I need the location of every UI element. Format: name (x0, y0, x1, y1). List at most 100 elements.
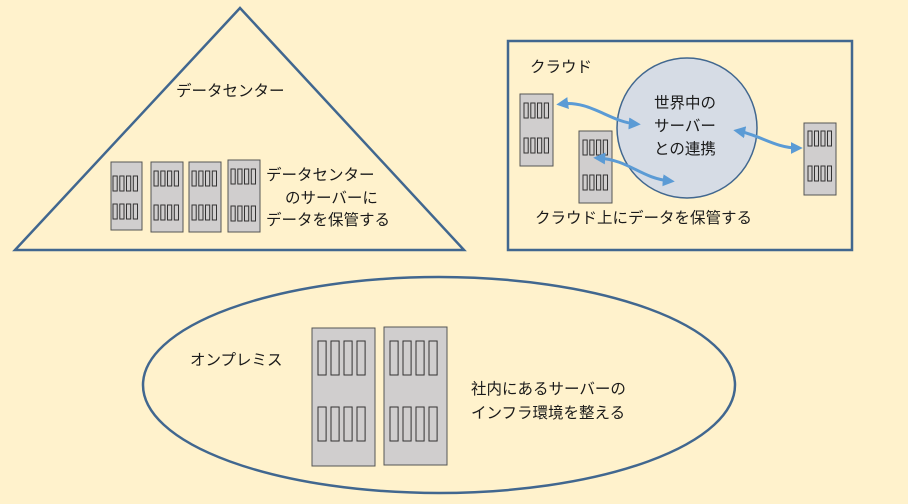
drive-bay (827, 130, 832, 147)
link-arrow-left (556, 97, 641, 130)
cloud-section: クラウド 世界中の サーバー との連携 クラウド上にデータを保管する (506, 39, 854, 252)
drive-bay (160, 204, 166, 221)
onpremise-desc-line2: インフラ環境を整える (471, 403, 625, 422)
drive-bay (230, 168, 236, 185)
drive-bay (402, 406, 412, 442)
drive-bay (132, 175, 139, 192)
onpremise-server-1 (311, 327, 376, 467)
drive-bay (582, 139, 588, 156)
drive-bay (153, 204, 159, 221)
drive-bay (173, 170, 180, 187)
drive-bay (237, 168, 243, 185)
drive-bay (582, 174, 588, 191)
drive-bay (814, 130, 819, 147)
drive-bay (191, 170, 197, 187)
onpremise-server-2 (383, 326, 448, 466)
cloud-desc: クラウド上にデータを保管する (535, 208, 752, 227)
cloud-server-left (519, 93, 554, 167)
drive-bay (173, 204, 180, 221)
drive-bay (119, 203, 125, 220)
datacenter-server-3 (188, 161, 222, 233)
drive-bay (530, 137, 536, 154)
link-arrow-right (733, 126, 803, 154)
drive-bay (153, 170, 159, 187)
onpremise-ellipse (141, 275, 737, 495)
cloud-frame (506, 39, 854, 252)
datacenter-title: データセンター (176, 81, 285, 100)
drive-bay (230, 205, 236, 222)
drive-bay (167, 170, 173, 187)
drive-bay (602, 174, 608, 191)
drive-bay (537, 102, 543, 119)
drive-bay (543, 137, 549, 154)
drive-bay (343, 406, 353, 442)
drive-bay (356, 340, 366, 376)
datacenter-triangle (12, 6, 467, 252)
datacenter-section: データセンター データセンター のサーバーに データを保管する (12, 6, 467, 252)
drive-bay (523, 137, 529, 154)
drive-bay (820, 165, 826, 182)
datacenter-desc-line1: データセンター (266, 165, 375, 184)
drive-bay (537, 137, 543, 154)
server-slots (389, 340, 438, 442)
drive-bay (205, 204, 211, 221)
datacenter-server-4 (227, 159, 261, 233)
drive-bay (343, 340, 353, 376)
cloud-server-mid (578, 130, 613, 204)
drive-bay (250, 168, 257, 185)
drive-bay (237, 205, 243, 222)
drive-bay (389, 340, 399, 376)
drive-bay (523, 102, 529, 119)
drive-bay (415, 340, 425, 376)
cloud-server-right (803, 122, 837, 196)
server-slots (807, 130, 832, 182)
server-slots (523, 102, 549, 154)
drive-bay (356, 406, 366, 442)
server-slots (153, 170, 180, 221)
cloud-hub-line1: 世界中の (654, 94, 716, 112)
drive-bay (126, 175, 132, 192)
server-slots (112, 175, 139, 220)
onpremise-title: オンプレミス (190, 351, 283, 369)
datacenter-desc-line2: のサーバーに (285, 189, 378, 207)
datacenter-server-2 (150, 161, 184, 233)
drive-bay (198, 170, 204, 187)
cloud-hub-line3: との連携 (654, 140, 716, 158)
drive-bay (827, 165, 832, 182)
drive-bay (596, 174, 602, 191)
cloud-title: クラウド (530, 58, 592, 76)
drive-bay (330, 406, 340, 442)
drive-bay (317, 340, 327, 376)
drive-bay (807, 165, 813, 182)
drive-bay (211, 170, 218, 187)
onpremise-desc-line1: 社内にあるサーバーの (471, 380, 626, 398)
drive-bay (119, 175, 125, 192)
drive-bay (530, 102, 536, 119)
drive-bay (814, 165, 819, 182)
cloud-hub-line2: サーバー (654, 117, 716, 135)
drive-bay (807, 130, 813, 147)
drive-bay (112, 175, 118, 192)
drive-bay (589, 174, 595, 191)
drive-bay (820, 130, 826, 147)
drive-bay (415, 406, 425, 442)
drive-bay (428, 406, 438, 442)
drive-bay (389, 406, 399, 442)
drive-bay (596, 139, 602, 156)
drive-bay (543, 102, 549, 119)
drive-bay (244, 205, 250, 222)
server-slots (230, 168, 257, 222)
drive-bay (112, 203, 118, 220)
drive-bay (602, 139, 608, 156)
drive-bay (132, 203, 139, 220)
drive-bay (160, 170, 166, 187)
drive-bay (402, 340, 412, 376)
drive-bay (589, 139, 595, 156)
drive-bay (244, 168, 250, 185)
drive-bay (250, 205, 257, 222)
onpremise-section: オンプレミス 社内にあるサーバーの インフラ環境を整える (141, 275, 737, 495)
drive-bay (191, 204, 197, 221)
drive-bay (330, 340, 340, 376)
drive-bay (211, 204, 218, 221)
